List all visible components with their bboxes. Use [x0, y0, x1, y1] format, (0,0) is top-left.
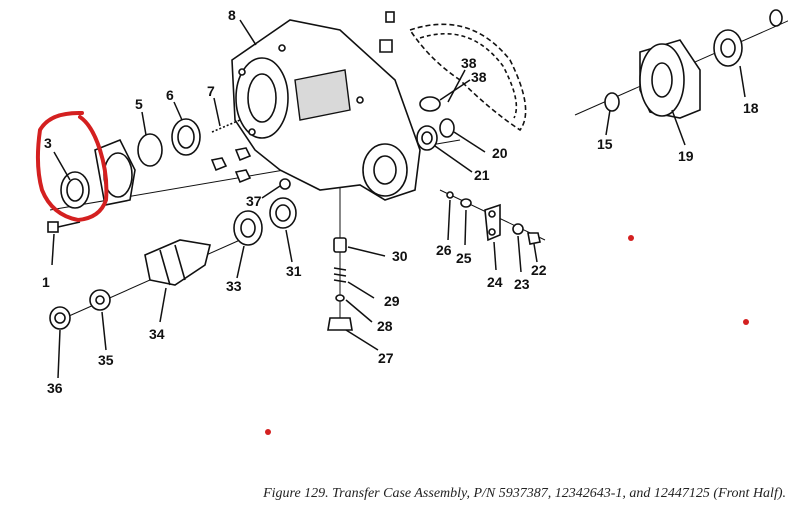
callout-7: 7	[207, 83, 215, 99]
callout-1: 1	[42, 274, 50, 290]
callout-27: 27	[378, 350, 394, 366]
gear-18	[713, 29, 743, 67]
shaft-34	[144, 239, 211, 286]
callout-20: 20	[492, 145, 508, 161]
bearing-31	[269, 197, 297, 229]
shift-lever-24	[484, 203, 501, 242]
screw-1	[47, 221, 81, 233]
callout-25: 25	[456, 250, 472, 266]
carrier-19	[639, 39, 701, 119]
bearing-21	[416, 125, 438, 151]
nuts-group	[210, 147, 252, 184]
callout-labels: 1 3 5 6 7 8 15 18 19 20 21 22 23 24 25 2…	[42, 7, 759, 396]
breather-fitting	[379, 11, 395, 53]
callout-36: 36	[47, 380, 63, 396]
callout-38-upper: 38	[461, 55, 477, 71]
callout-26: 26	[436, 242, 452, 258]
callout-18: 18	[743, 100, 759, 116]
snap-ring-5	[137, 133, 163, 167]
detent-group	[327, 237, 353, 331]
callout-6: 6	[166, 87, 174, 103]
callout-34: 34	[149, 326, 165, 342]
bearing-6	[171, 118, 201, 156]
callout-31: 31	[286, 263, 302, 279]
highlight-circle	[35, 110, 109, 223]
red-dots	[265, 235, 749, 435]
bearing-15	[604, 92, 620, 112]
seal-33	[233, 210, 263, 246]
callout-3: 3	[44, 135, 52, 151]
callout-30: 30	[392, 248, 408, 264]
ring-20	[439, 118, 455, 138]
callout-24: 24	[487, 274, 503, 290]
small-hardware	[446, 191, 541, 245]
seal-3	[60, 171, 90, 209]
callout-19: 19	[678, 148, 694, 164]
callout-28: 28	[377, 318, 393, 334]
nut-36	[49, 306, 71, 330]
figure-caption: Figure 129. Transfer Case Assembly, P/N …	[263, 486, 786, 501]
transfer-case-housing	[231, 19, 421, 201]
callout-22: 22	[531, 262, 547, 278]
callout-23: 23	[514, 276, 530, 292]
callout-8: 8	[228, 7, 236, 23]
callout-33: 33	[226, 278, 242, 294]
callout-5: 5	[135, 96, 143, 112]
stud-7	[211, 119, 241, 133]
callout-21: 21	[474, 167, 490, 183]
ring-top-right	[769, 9, 783, 27]
callout-29: 29	[384, 293, 400, 309]
gear-35	[89, 289, 111, 311]
callout-35: 35	[98, 352, 114, 368]
callout-38-lower: 38	[471, 69, 487, 85]
drive-chain	[408, 23, 527, 132]
leader-lines	[51, 19, 746, 379]
callout-37: 37	[246, 193, 262, 209]
gear-38	[419, 96, 441, 112]
plug-37	[279, 178, 291, 190]
callout-15: 15	[597, 136, 613, 152]
